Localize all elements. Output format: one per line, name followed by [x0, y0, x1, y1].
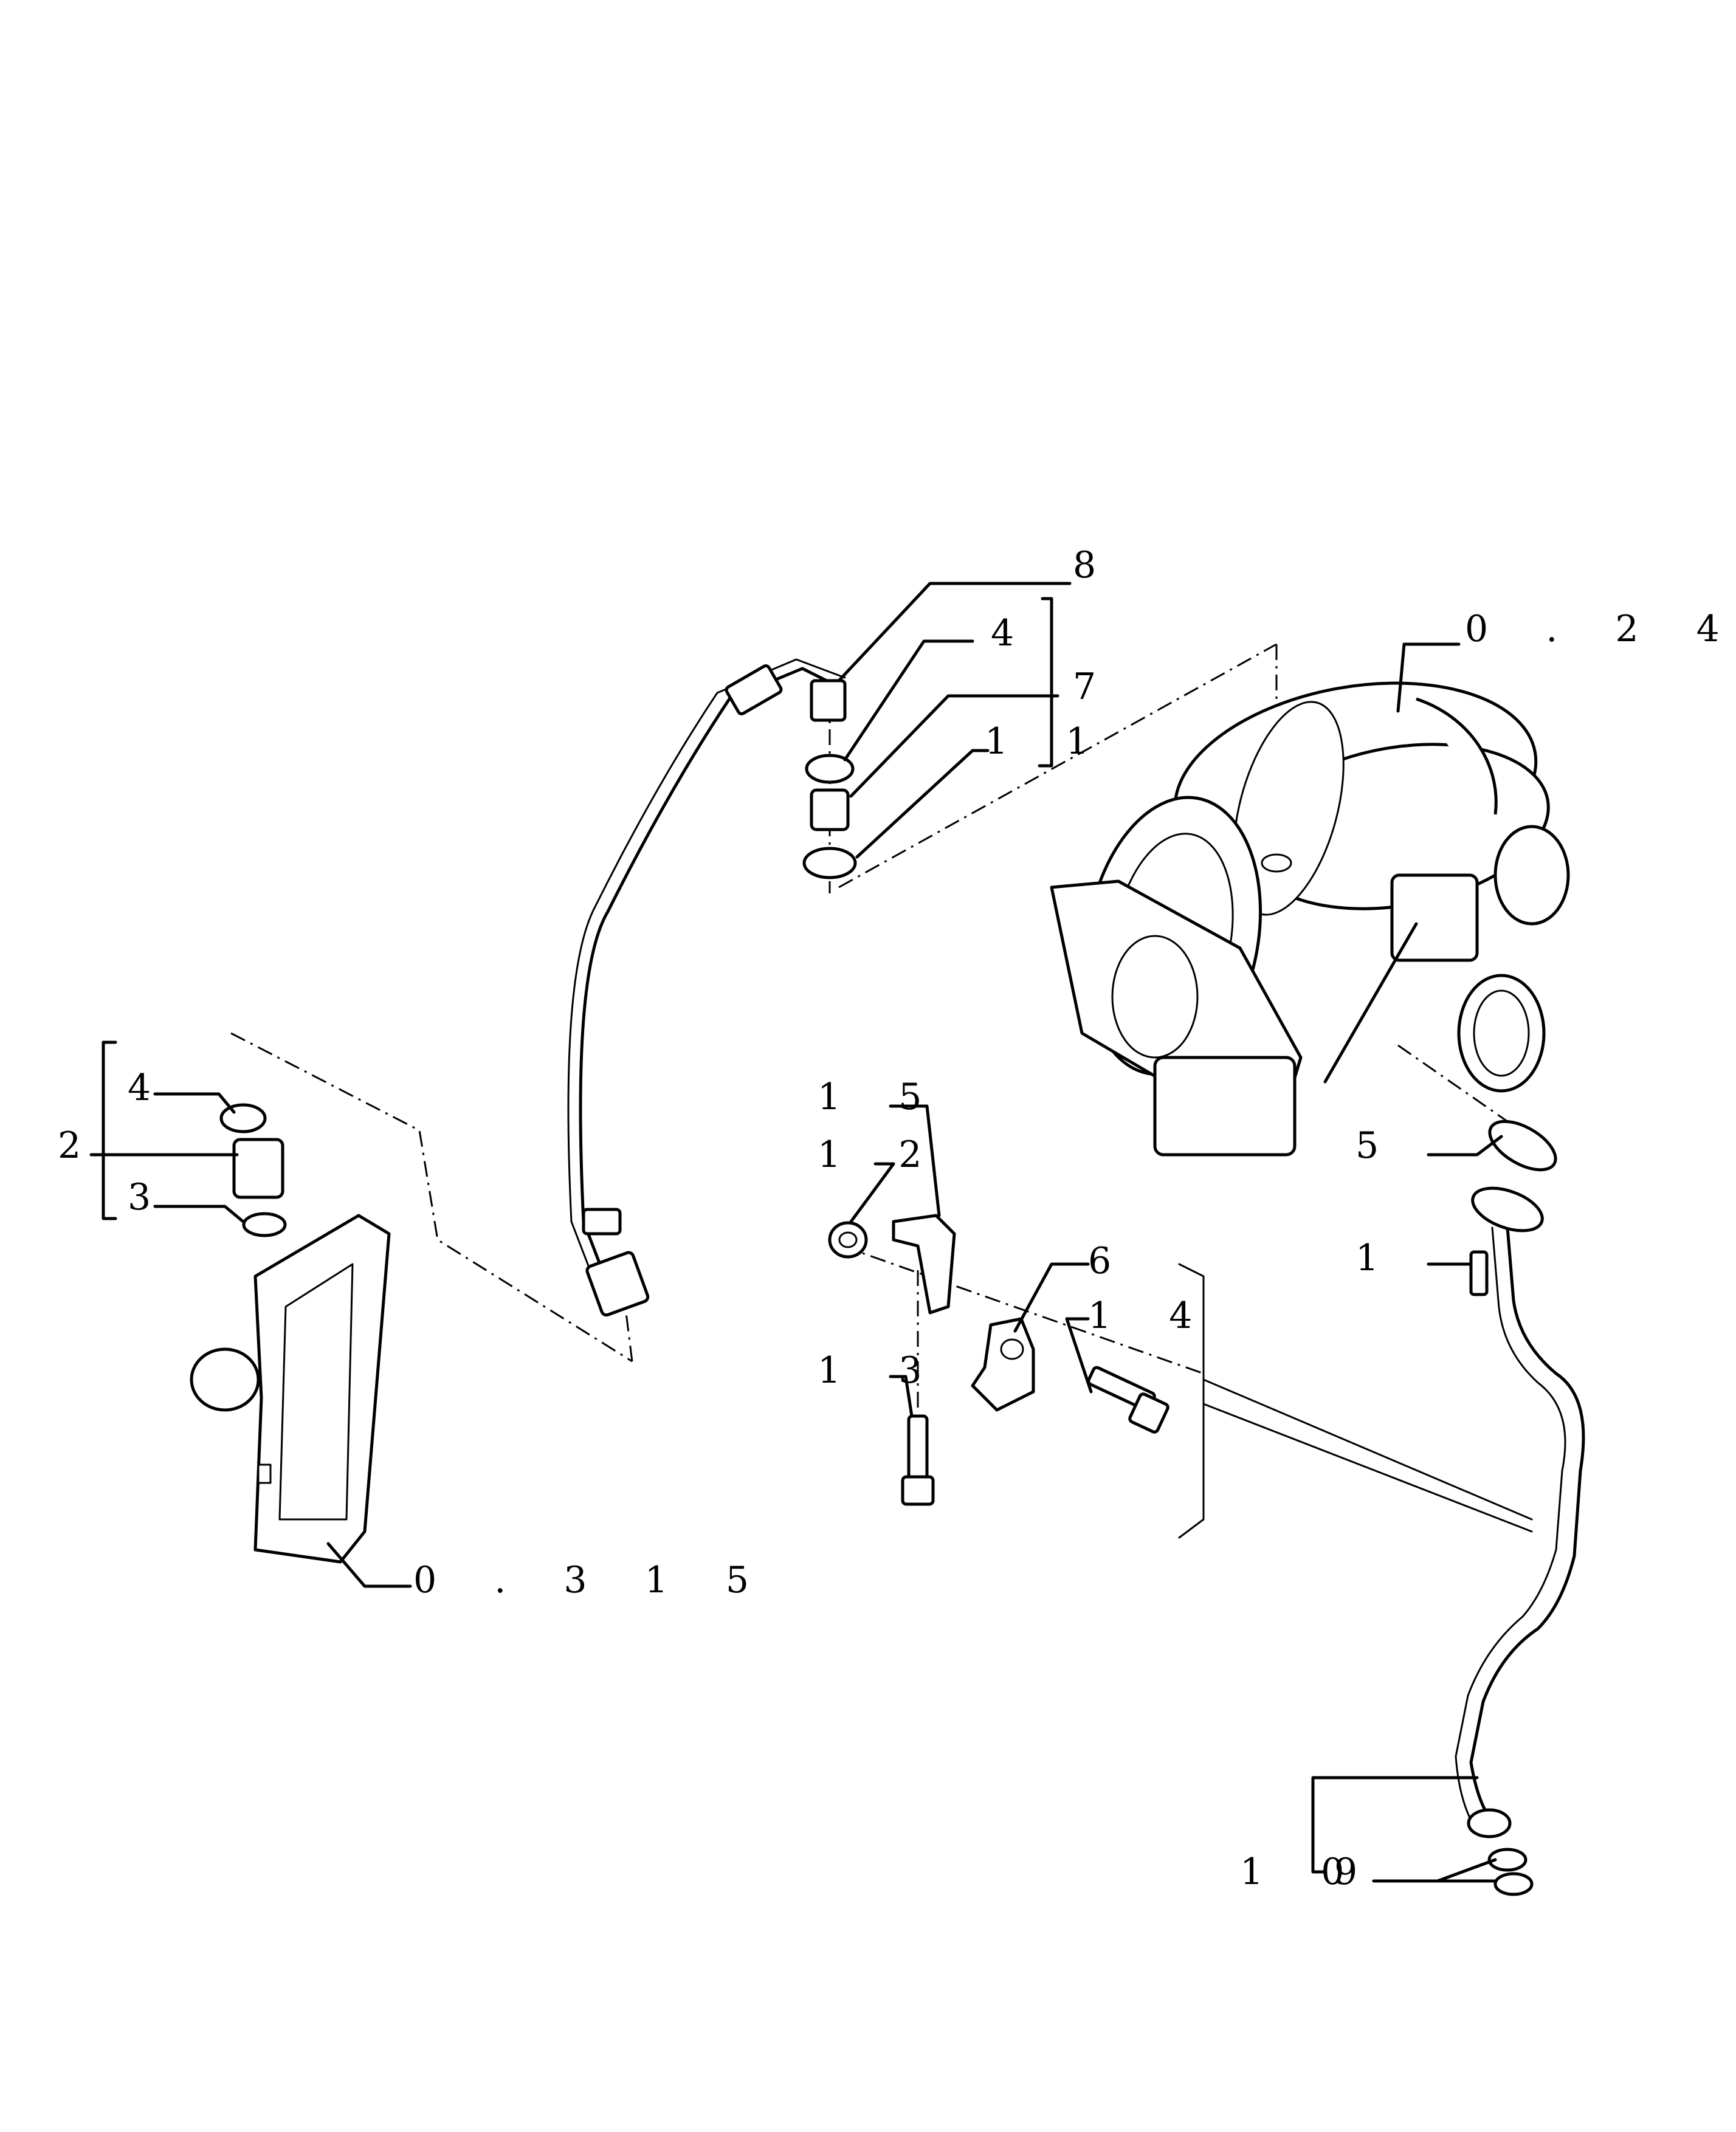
- reference-outline: [1178, 1263, 1533, 1539]
- valve-block: [190, 1103, 391, 1564]
- callout-4-left: 4: [128, 1067, 174, 1109]
- callout-6: 6: [1088, 1240, 1134, 1282]
- callout-3: 3: [128, 1176, 174, 1219]
- return-pipe: [1455, 1119, 1585, 1896]
- leader-lines: [89, 582, 1503, 1883]
- center-lines: [230, 643, 1538, 1410]
- callout-9: 9: [1334, 1851, 1380, 1893]
- brackets: [828, 1214, 1169, 1506]
- fittings-upper: [802, 754, 857, 879]
- callout-8: 8: [1073, 544, 1119, 586]
- callout-labels: 8 4 7 1 1 0 . 2 4 0 4 2 3 1 5 1 2 6 1 4 …: [58, 544, 1736, 1893]
- callout-14: 1 4: [1088, 1295, 1215, 1337]
- callout-7: 7: [1073, 665, 1119, 708]
- callout-2: 2: [58, 1124, 104, 1167]
- oil-feed-pipe: [567, 658, 847, 1317]
- callout-11: 1 1: [985, 720, 1112, 763]
- callout-13: 1 3: [818, 1349, 945, 1392]
- callout-15: 1 5: [818, 1076, 945, 1118]
- callout-4-top: 4: [991, 612, 1037, 655]
- callout-0315: 0 . 3 1 5: [413, 1559, 772, 1601]
- callout-0240: 0 . 2 4 0: [1465, 608, 1736, 650]
- callout-5: 5: [1355, 1124, 1402, 1167]
- callout-12: 1 2: [818, 1133, 945, 1176]
- callout-10: 1 0: [1240, 1851, 1367, 1893]
- callout-1: 1: [1355, 1237, 1402, 1279]
- turbocharger: [1050, 681, 1570, 1157]
